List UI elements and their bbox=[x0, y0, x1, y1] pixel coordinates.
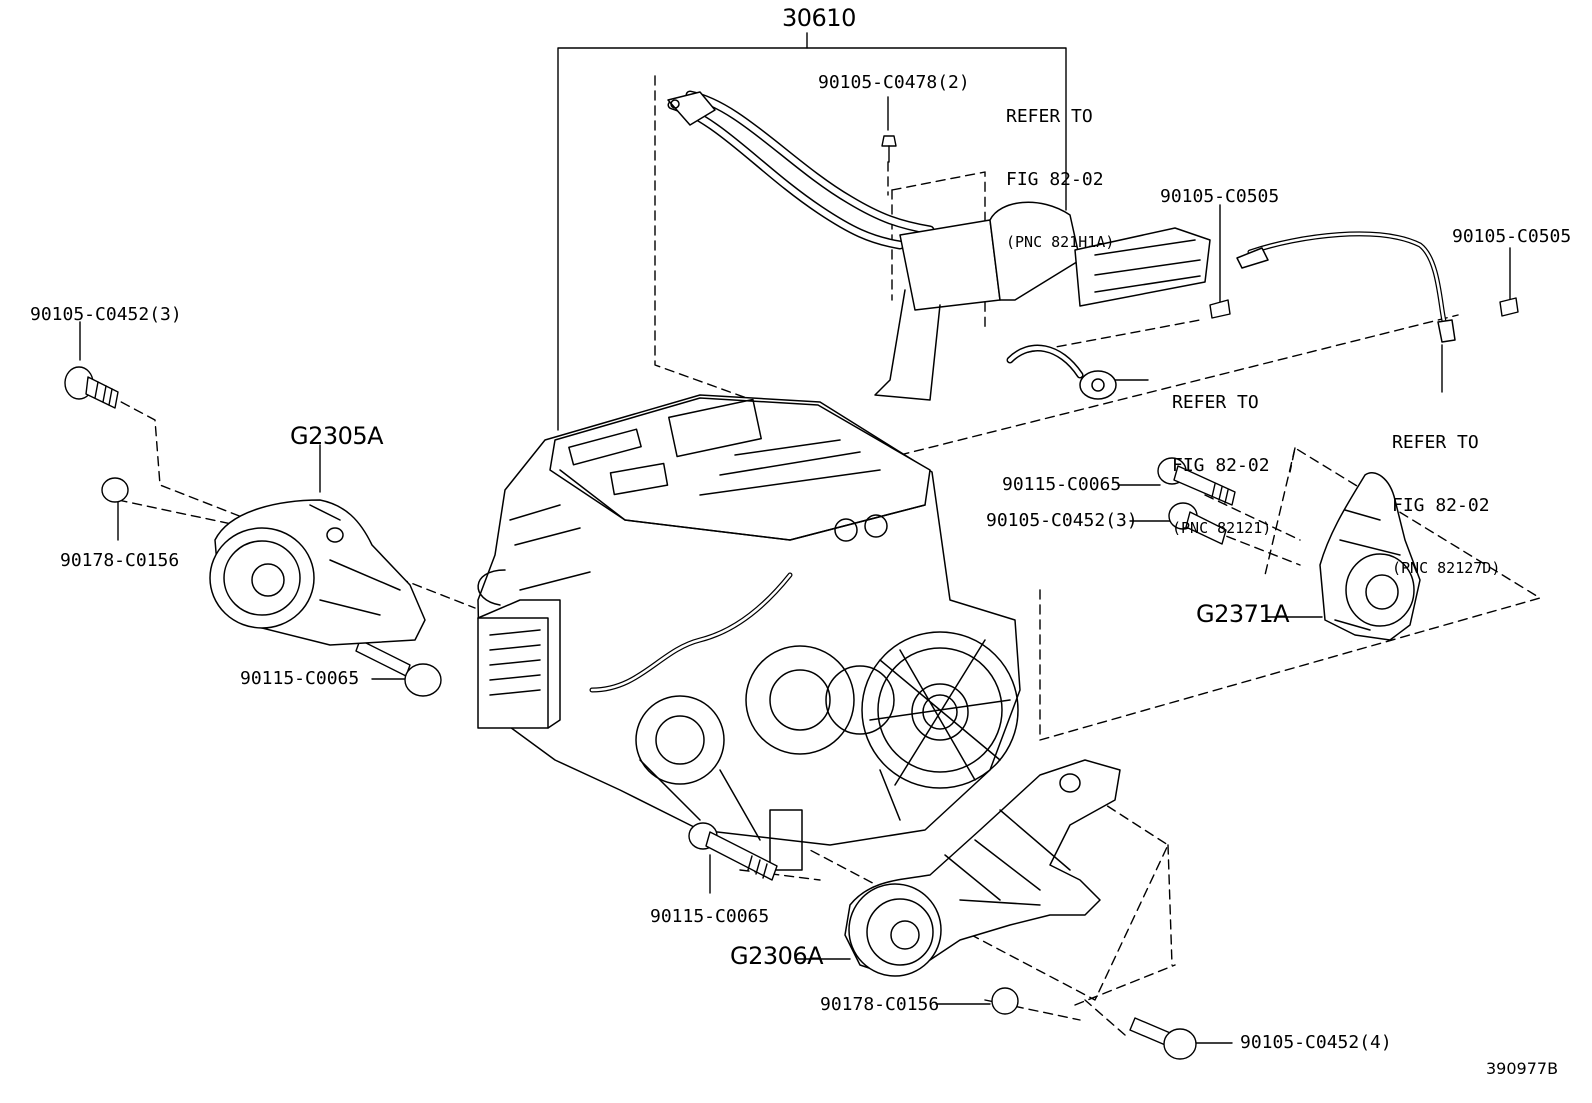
part-label-90178-c0156-left: 90178-C0156 bbox=[60, 550, 180, 571]
bolt-c0452-left bbox=[64, 366, 119, 409]
reference-pnc-82127d: REFER TO FIG 82-02 (PNC 82127D) bbox=[1392, 390, 1500, 600]
motor-generator-assembly bbox=[477, 394, 1021, 871]
reference-line-2: FIG 82-02 bbox=[1392, 495, 1490, 516]
part-label-90105-c0452-left: 90105-C0452(3) bbox=[30, 304, 182, 325]
reference-line-3: (PNC 82121) bbox=[1172, 519, 1272, 537]
bolt-c0452-bottom bbox=[1129, 1017, 1197, 1060]
mount-g2306a bbox=[844, 759, 1121, 977]
reference-line-1: REFER TO bbox=[1006, 106, 1093, 127]
part-label-90115-c0065-right: 90115-C0065 bbox=[1002, 474, 1122, 495]
reference-line-3: (PNC 821H1A) bbox=[1006, 233, 1115, 251]
bolt-c0452-right bbox=[1168, 502, 1227, 545]
reference-line-1: REFER TO bbox=[1392, 432, 1479, 453]
bolt-c0065-left bbox=[355, 639, 442, 697]
bolt-c0065-right bbox=[1157, 457, 1236, 506]
reference-line-2: FIG 82-02 bbox=[1172, 455, 1270, 476]
high-voltage-harness bbox=[667, 90, 1211, 401]
leader-lines bbox=[79, 32, 1511, 1044]
part-label-90115-c0065-left: 90115-C0065 bbox=[240, 668, 360, 689]
group-label-g2371a: G2371A bbox=[1196, 600, 1290, 628]
reference-line-2: FIG 82-02 bbox=[1006, 169, 1104, 190]
reference-pnc-821h1a: REFER TO FIG 82-02 (PNC 821H1A) bbox=[1006, 64, 1114, 274]
sensor-harness bbox=[1006, 344, 1117, 400]
bolt-c0478 bbox=[881, 135, 897, 163]
reference-line-3: (PNC 82127D) bbox=[1392, 559, 1501, 577]
bolt-c0505-b bbox=[1499, 297, 1519, 317]
part-label-90105-c0452-right: 90105-C0452(3) bbox=[986, 510, 1138, 531]
ground-cable bbox=[1236, 231, 1456, 343]
group-label-g2305a: G2305A bbox=[290, 422, 384, 450]
bolt-c0065-bottom bbox=[688, 822, 778, 881]
group-label-g2306a: G2306A bbox=[730, 942, 824, 970]
reference-pnc-82121: REFER TO FIG 82-02 (PNC 82121) bbox=[1172, 350, 1271, 560]
nut-c0156-left bbox=[101, 477, 129, 503]
mount-g2371a bbox=[1319, 472, 1421, 641]
figure-code: 390977B bbox=[1486, 1059, 1559, 1078]
part-label-90115-c0065-bottom: 90115-C0065 bbox=[650, 906, 770, 927]
assembly-number-label: 30610 bbox=[782, 4, 856, 32]
part-label-90105-c0452-bottom: 90105-C0452(4) bbox=[1240, 1032, 1392, 1053]
part-label-90105-c0478: 90105-C0478(2) bbox=[818, 72, 970, 93]
dashed-assembly-lines bbox=[107, 75, 1541, 1036]
mount-g2305a bbox=[209, 499, 426, 646]
part-label-90178-c0156-bottom: 90178-C0156 bbox=[820, 994, 940, 1015]
reference-line-1: REFER TO bbox=[1172, 392, 1259, 413]
part-label-90105-c0505-b: 90105-C0505 bbox=[1452, 226, 1572, 247]
nut-c0156-bottom bbox=[991, 987, 1019, 1015]
bolt-c0505-a bbox=[1209, 299, 1231, 319]
part-label-90105-c0505-a: 90105-C0505 bbox=[1160, 186, 1280, 207]
